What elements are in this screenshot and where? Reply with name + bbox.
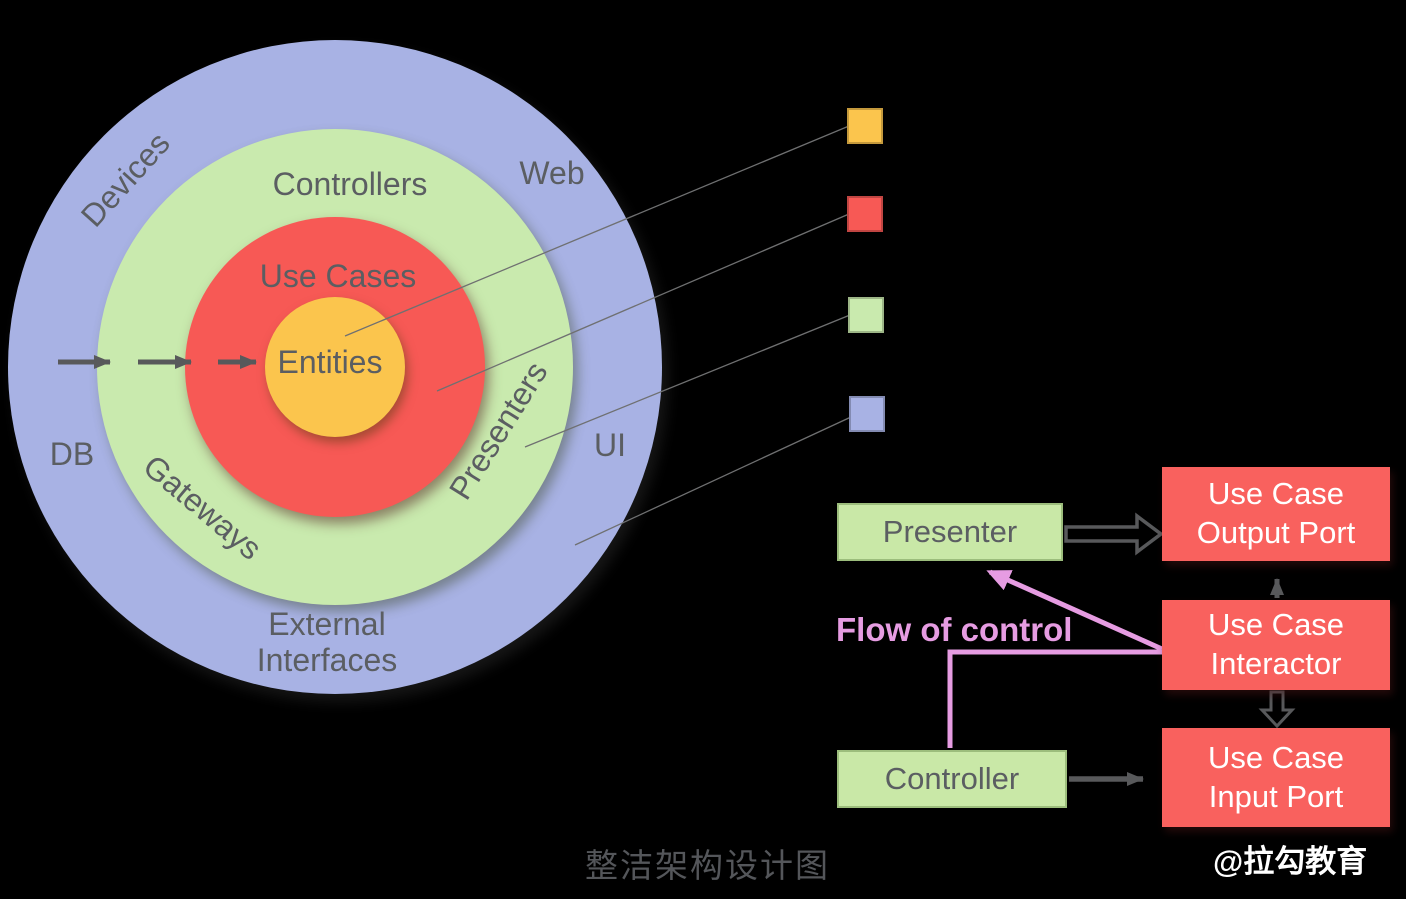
label-entities: Entities bbox=[277, 344, 383, 381]
input-port-line2: Input Port bbox=[1208, 778, 1344, 814]
legend-swatch-frameworks-icon bbox=[849, 396, 885, 432]
use-case-input-port-box: Use Case Input Port bbox=[1162, 728, 1390, 827]
input-port-line1: Use Case bbox=[1207, 739, 1345, 775]
label-ui: UI bbox=[594, 427, 626, 464]
use-case-interactor-box: Use Case Interactor bbox=[1162, 600, 1390, 690]
controller-box: Controller bbox=[837, 750, 1067, 808]
open-arrow-presenter-to-output-port-icon bbox=[1064, 512, 1164, 556]
output-port-line1: Use Case bbox=[1207, 476, 1345, 512]
label-external-line1: External bbox=[268, 606, 386, 643]
label-use-cases: Use Cases bbox=[259, 258, 417, 295]
interactor-line2: Interactor bbox=[1210, 646, 1342, 681]
open-arrow-interactor-to-input-port-icon bbox=[1258, 690, 1296, 729]
presenter-box: Presenter bbox=[837, 503, 1063, 561]
legend-swatch-use-cases-icon bbox=[847, 196, 883, 232]
flow-of-control-label: Flow of control bbox=[836, 611, 1073, 648]
diagram-caption: 整洁架构设计图 bbox=[585, 847, 830, 884]
label-controllers: Controllers bbox=[272, 166, 428, 203]
label-external-interfaces: External Interfaces bbox=[256, 606, 398, 679]
use-case-output-port-box: Use Case Output Port bbox=[1162, 467, 1390, 561]
legend-callout-lines bbox=[344, 125, 852, 546]
label-web: Web bbox=[519, 155, 585, 192]
output-port-line2: Output Port bbox=[1196, 515, 1356, 550]
legend-swatch-entities-icon bbox=[847, 108, 883, 144]
watermark: @拉勾教育 bbox=[1213, 844, 1368, 879]
legend-swatch-interface-adapters-icon bbox=[848, 297, 884, 333]
interactor-line1: Use Case bbox=[1207, 607, 1345, 643]
label-db: DB bbox=[49, 436, 95, 473]
flow-of-control-path bbox=[947, 569, 1164, 748]
label-external-line2: Interfaces bbox=[256, 642, 398, 678]
